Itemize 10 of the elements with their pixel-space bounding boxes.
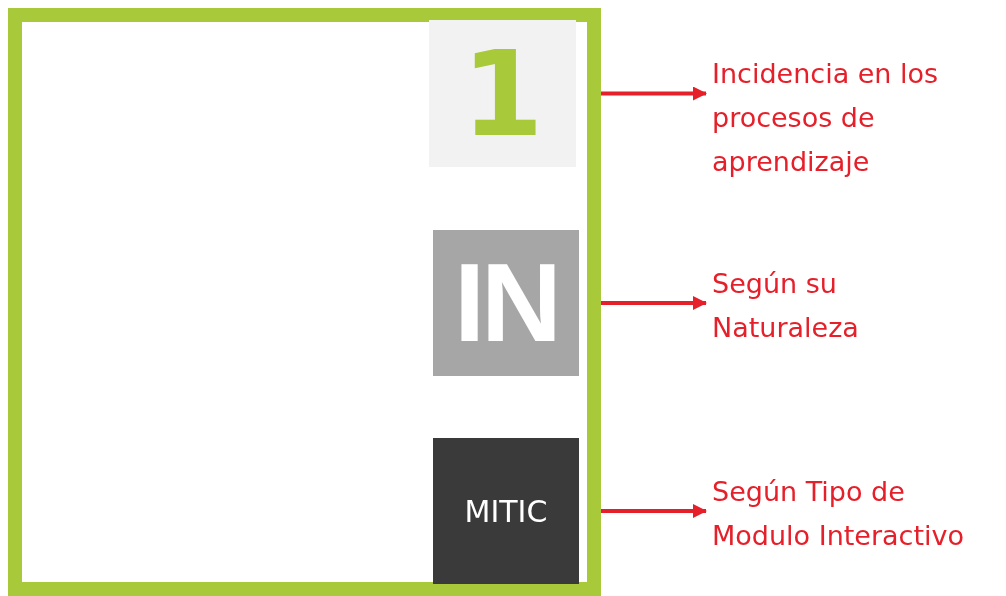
arrow — [601, 504, 707, 518]
description-text: Según Tipo de Modulo Interactivo — [712, 470, 1002, 560]
frame-box — [8, 8, 601, 596]
acronym-tile: MITIC — [433, 438, 579, 584]
arrow — [601, 296, 707, 310]
arrow — [601, 86, 707, 101]
letters-tile: IN — [433, 230, 579, 376]
description-text: Incidencia en los procesos de aprendizaje — [712, 52, 1002, 182]
number-tile: 1 — [429, 20, 576, 167]
description-text: Según su Naturaleza — [712, 262, 912, 352]
